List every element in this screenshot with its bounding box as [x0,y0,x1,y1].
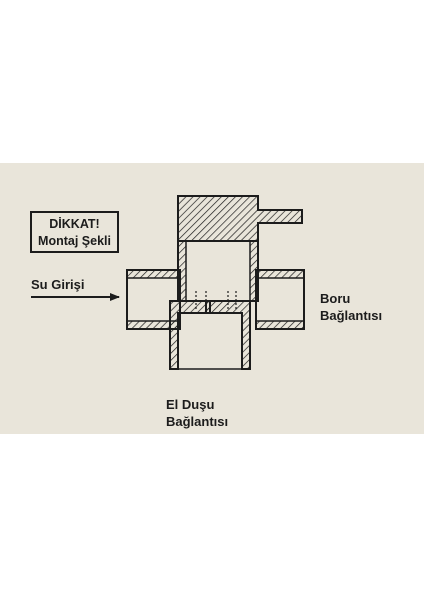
pipe-connection-label: Boru Bağlantısı [320,290,382,324]
hand-shower-outlet [169,291,251,370]
hand-shower-label: El Duşu Bağlantısı [166,396,228,430]
central-chamber [177,240,259,302]
warning-title: DİKKAT! [49,217,100,231]
outlet-pipe [255,269,305,330]
valve-diagram [31,195,305,370]
handle-body [177,195,303,242]
hand-shower-line1: El Duşu [166,397,215,412]
warning-subtitle: Montaj Şekli [38,234,111,248]
water-inlet-label: Su Girişi [31,277,85,292]
pipe-connection-line1: Boru [320,291,351,306]
photo-card: DİKKAT! Montaj Şekli Su Girişi Boru Bağl… [0,163,424,434]
warning-box: DİKKAT! Montaj Şekli [30,211,119,253]
hand-shower-line2: Bağlantısı [166,414,229,429]
pipe-connection-line2: Bağlantısı [320,308,383,323]
